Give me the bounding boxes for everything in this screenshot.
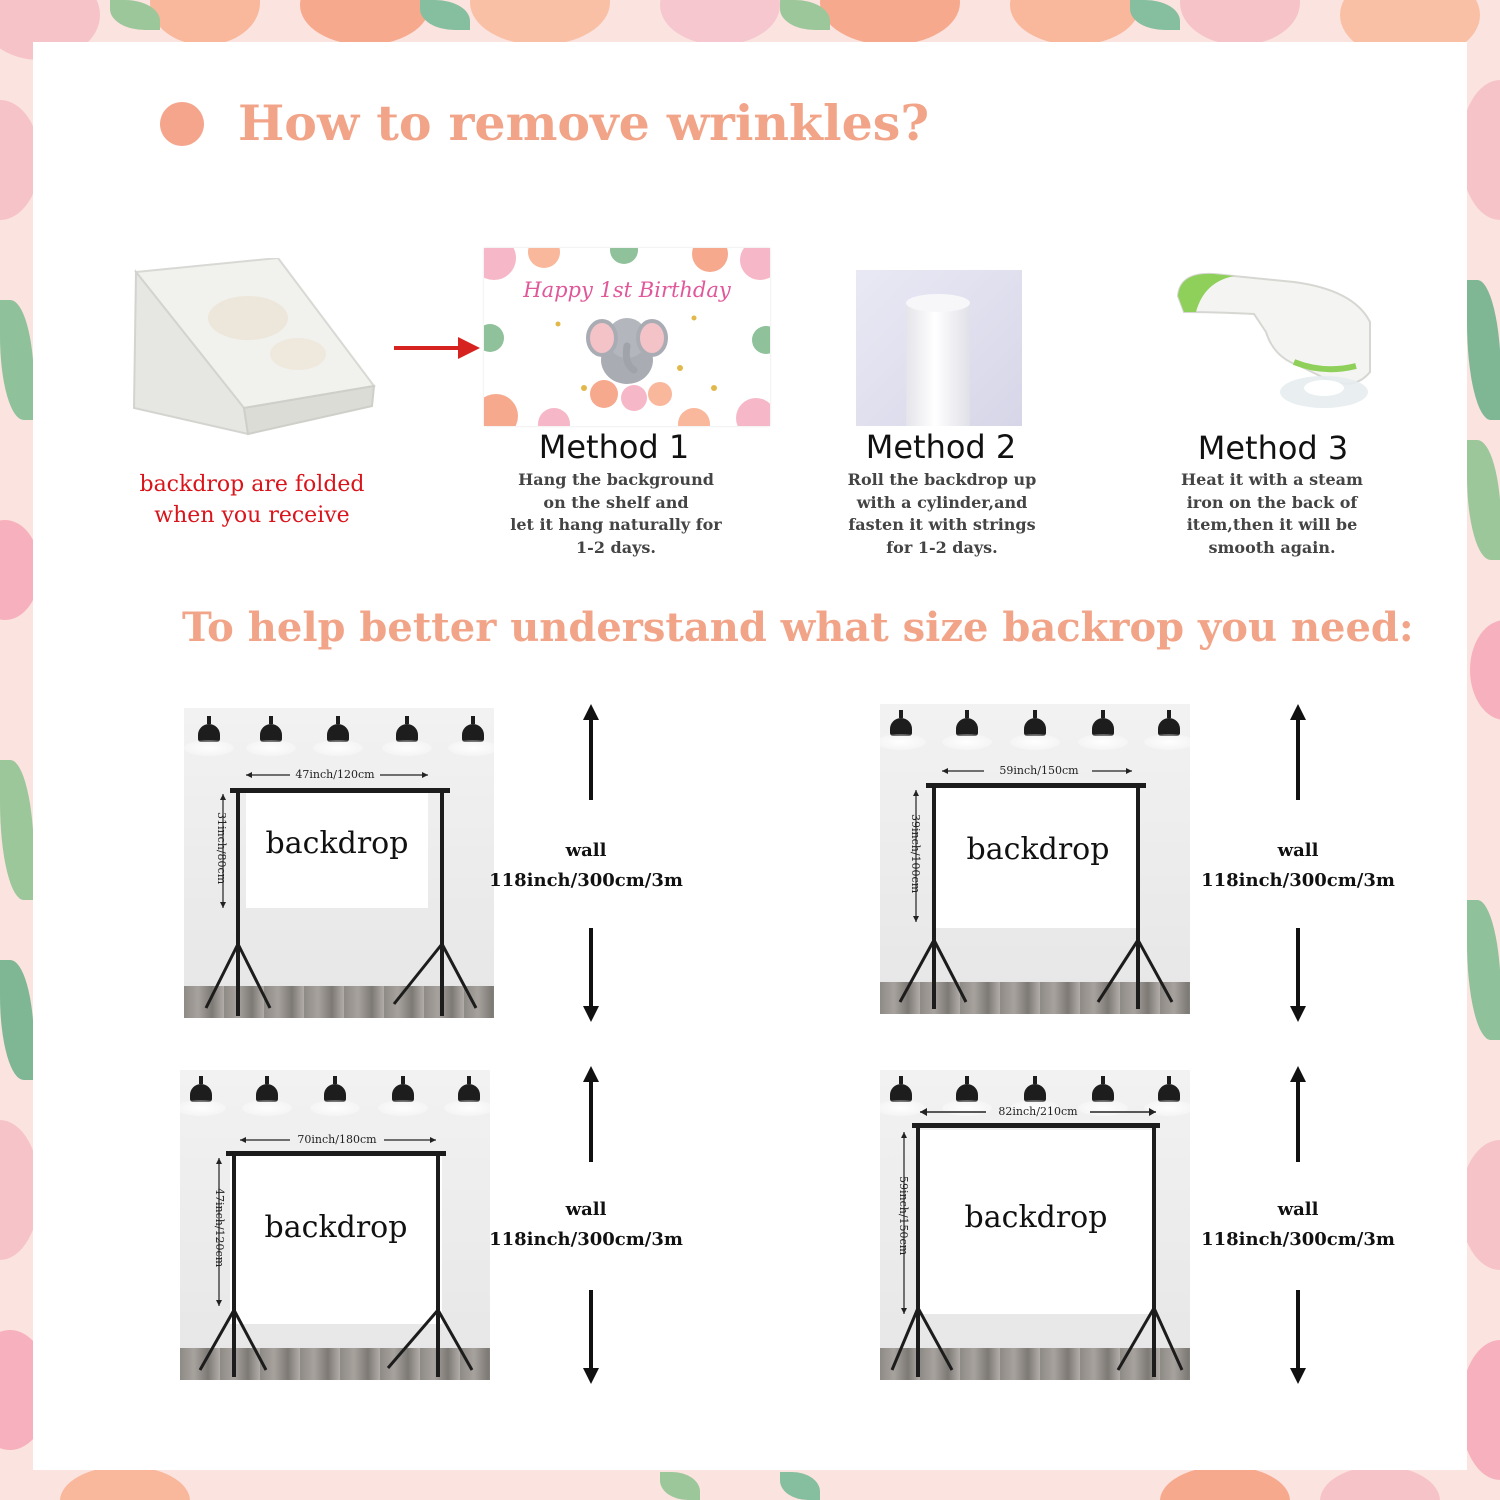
down-arrow-icon [583,1290,599,1384]
ceiling-lamp-icon [880,710,926,750]
ceiling-lamp-icon [242,1076,292,1116]
ceiling-lamp-icon [448,716,494,756]
wall-label: wall [565,1199,607,1220]
ceiling-lamp-icon [378,1076,428,1116]
tripod-legs [204,772,478,1009]
width-label: 59inch/150cm [999,764,1079,777]
folded-caption-line1: backdrop are folded [139,472,365,497]
size-scene-2: 59inch/150cm 39inch/100cm backdrop [880,704,1190,1014]
ceiling-lamp-icon [1144,710,1190,750]
stand-pole [436,1151,440,1377]
size-heading: To help better understand what size back… [182,604,1414,651]
ceiling-lamp-icon [1078,710,1128,750]
up-arrow-icon [583,1066,599,1162]
height-label: 39inch/100cm [909,814,922,894]
crossbar [912,1123,1160,1128]
steam-iron-photo [1176,272,1371,408]
ceiling-lamp-icon [310,1076,360,1116]
ceiling-lamp-icon [246,716,296,756]
height-label: 31inch/80cm [215,812,228,885]
tripod-legs [890,1108,1184,1371]
banner-title: Happy 1st Birthday [523,278,731,302]
wall-size-label: 118inch/300cm/3m [1201,870,1395,891]
crossbar [226,1151,446,1156]
stand-pole [236,788,240,1016]
floor [880,1348,1190,1380]
backdrop-cloth [230,1156,442,1324]
tripod-legs [898,768,1174,1003]
bullet-dot-icon [160,102,204,146]
width-label: 82inch/210cm [998,1105,1078,1118]
height-label: 47inch/120cm [213,1188,226,1268]
stand-pole [916,1123,920,1377]
crossbar [230,788,450,793]
ceiling-lamp-icon [942,710,992,750]
down-arrow-icon [583,928,599,1022]
birthday-banner-image: Happy 1st Birthday [484,248,770,426]
backdrop-cloth [936,788,1140,928]
up-arrow-icon [583,704,599,800]
folded-caption-line2: when you receive [154,503,350,528]
ceiling-lamp-icon [180,1076,226,1116]
red-arrow-icon [394,337,480,359]
method-3-title: Method 3 [1197,429,1349,467]
backdrop-label: backdrop [264,1210,408,1245]
wall-label: wall [1277,1199,1319,1220]
backdrop-label: backdrop [964,1200,1108,1235]
stand-pole [1136,783,1140,1009]
wall-size-label: 118inch/300cm/3m [489,870,683,891]
width-label: 47inch/120cm [295,768,375,781]
stand-pole [232,1151,236,1377]
backdrop-label: backdrop [966,832,1110,867]
ceiling-lamp-icon [1010,1076,1060,1116]
stand-pole [1152,1123,1156,1377]
ceiling-lamp-icon [1010,710,1060,750]
size-scene-4: 82inch/210cm 59inch/150cm backdrop [880,1070,1190,1380]
stand-pole [932,783,936,1009]
backdrop-cloth [916,1130,1156,1314]
method-1-title: Method 1 [538,428,690,466]
method-2-title: Method 2 [865,428,1017,466]
cylinder-photo [856,270,1022,426]
wall-size-label: 118inch/300cm/3m [1201,1229,1395,1250]
stand-pole [440,788,444,1016]
ceiling-lamp-icon [382,716,432,756]
folded-backdrop-photo [132,258,376,436]
tripod-legs [198,1137,474,1371]
backdrop-label: backdrop [265,826,409,861]
down-arrow-icon [1290,928,1306,1022]
wall-size-label: 118inch/300cm/3m [489,1229,683,1250]
backdrop-cloth [246,792,428,908]
wall-label: wall [565,840,607,861]
size-scene-3: 70inch/180cm 47inch/120cm backdrop [180,1070,490,1380]
size-scene-1: 47inch/120cm 31inch/80cm backdrop [184,708,494,1018]
crossbar [926,783,1146,788]
ceiling-lamp-icon [184,716,234,756]
wall-label: wall [1277,840,1319,861]
ceiling-lamp-icon [444,1076,490,1116]
up-arrow-icon [1290,704,1306,800]
down-arrow-icon [1290,1290,1306,1384]
page-title: How to remove wrinkles? [238,94,930,152]
height-label: 59inch/150cm [897,1176,910,1256]
width-label: 70inch/180cm [297,1133,377,1146]
ceiling-lamp-icon [880,1076,926,1116]
ceiling-lamp-icon [313,716,363,756]
up-arrow-icon [1290,1066,1306,1162]
